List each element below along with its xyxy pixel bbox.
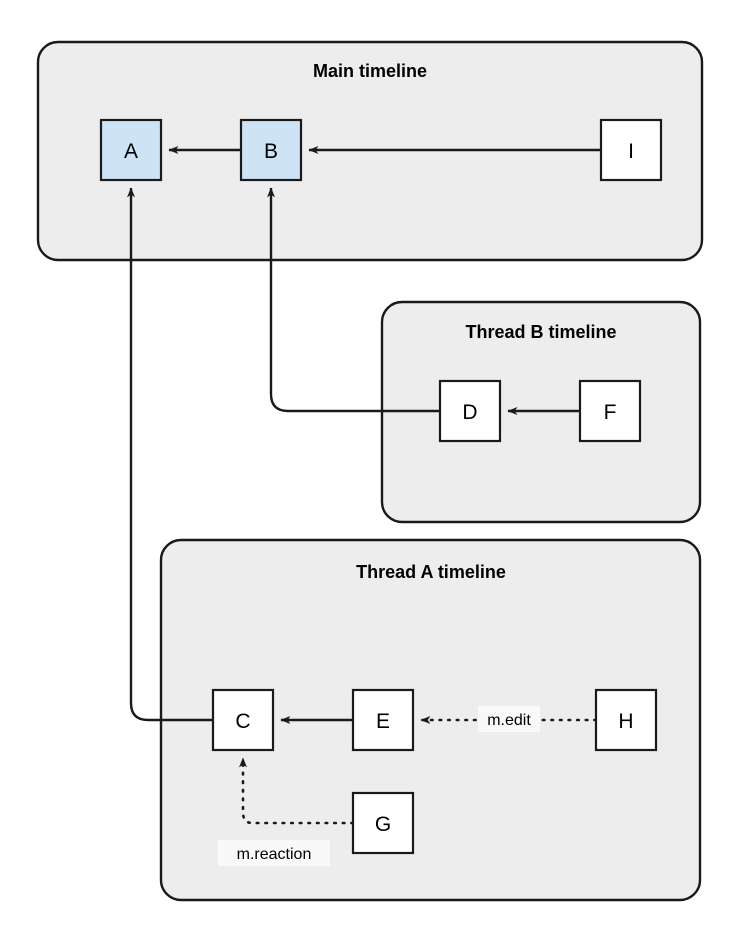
node-b[interactable]: B	[239, 118, 303, 182]
node-e-box	[351, 688, 415, 752]
node-a-box	[99, 118, 163, 182]
group-thread-a-timeline-title: Thread A timeline	[356, 562, 506, 582]
node-c[interactable]: C	[211, 688, 275, 752]
node-c-label: C	[235, 710, 250, 733]
edge-label-m-reaction-text: m.reaction	[237, 846, 312, 863]
edge-label-m-edit: m.edit	[478, 706, 540, 732]
node-e-label: E	[376, 710, 390, 733]
node-h-box	[594, 688, 658, 752]
node-d-box	[438, 379, 502, 443]
node-i-box	[599, 118, 663, 182]
edge-d-to-b[interactable]	[267, 187, 440, 413]
node-d[interactable]: D	[438, 379, 502, 443]
node-g[interactable]: G	[351, 791, 415, 855]
node-i[interactable]: I	[599, 118, 663, 182]
node-d-label: D	[462, 401, 477, 424]
node-a[interactable]: A	[99, 118, 163, 182]
node-f[interactable]: F	[578, 379, 642, 443]
group-thread-b-timeline-title: Thread B timeline	[465, 322, 616, 342]
edge-c-to-a[interactable]	[127, 187, 213, 722]
node-h-label: H	[618, 710, 633, 733]
node-e[interactable]: E	[351, 688, 415, 752]
node-a-label: A	[124, 140, 138, 163]
edge-label-m-edit-text: m.edit	[487, 712, 531, 729]
group-main-timeline-title: Main timeline	[313, 61, 427, 81]
edge-label-m-edit-bg	[478, 706, 540, 732]
node-c-box	[211, 688, 275, 752]
edge-label-m-reaction: m.reaction	[218, 840, 330, 866]
node-g-label: G	[375, 813, 391, 836]
node-b-box	[239, 118, 303, 182]
node-f-label: F	[604, 401, 617, 424]
node-b-label: B	[264, 140, 278, 163]
node-g-box	[351, 791, 415, 855]
edge-label-m-reaction-bg	[218, 840, 330, 866]
node-h[interactable]: H	[594, 688, 658, 752]
node-i-label: I	[628, 140, 634, 163]
node-f-box	[578, 379, 642, 443]
